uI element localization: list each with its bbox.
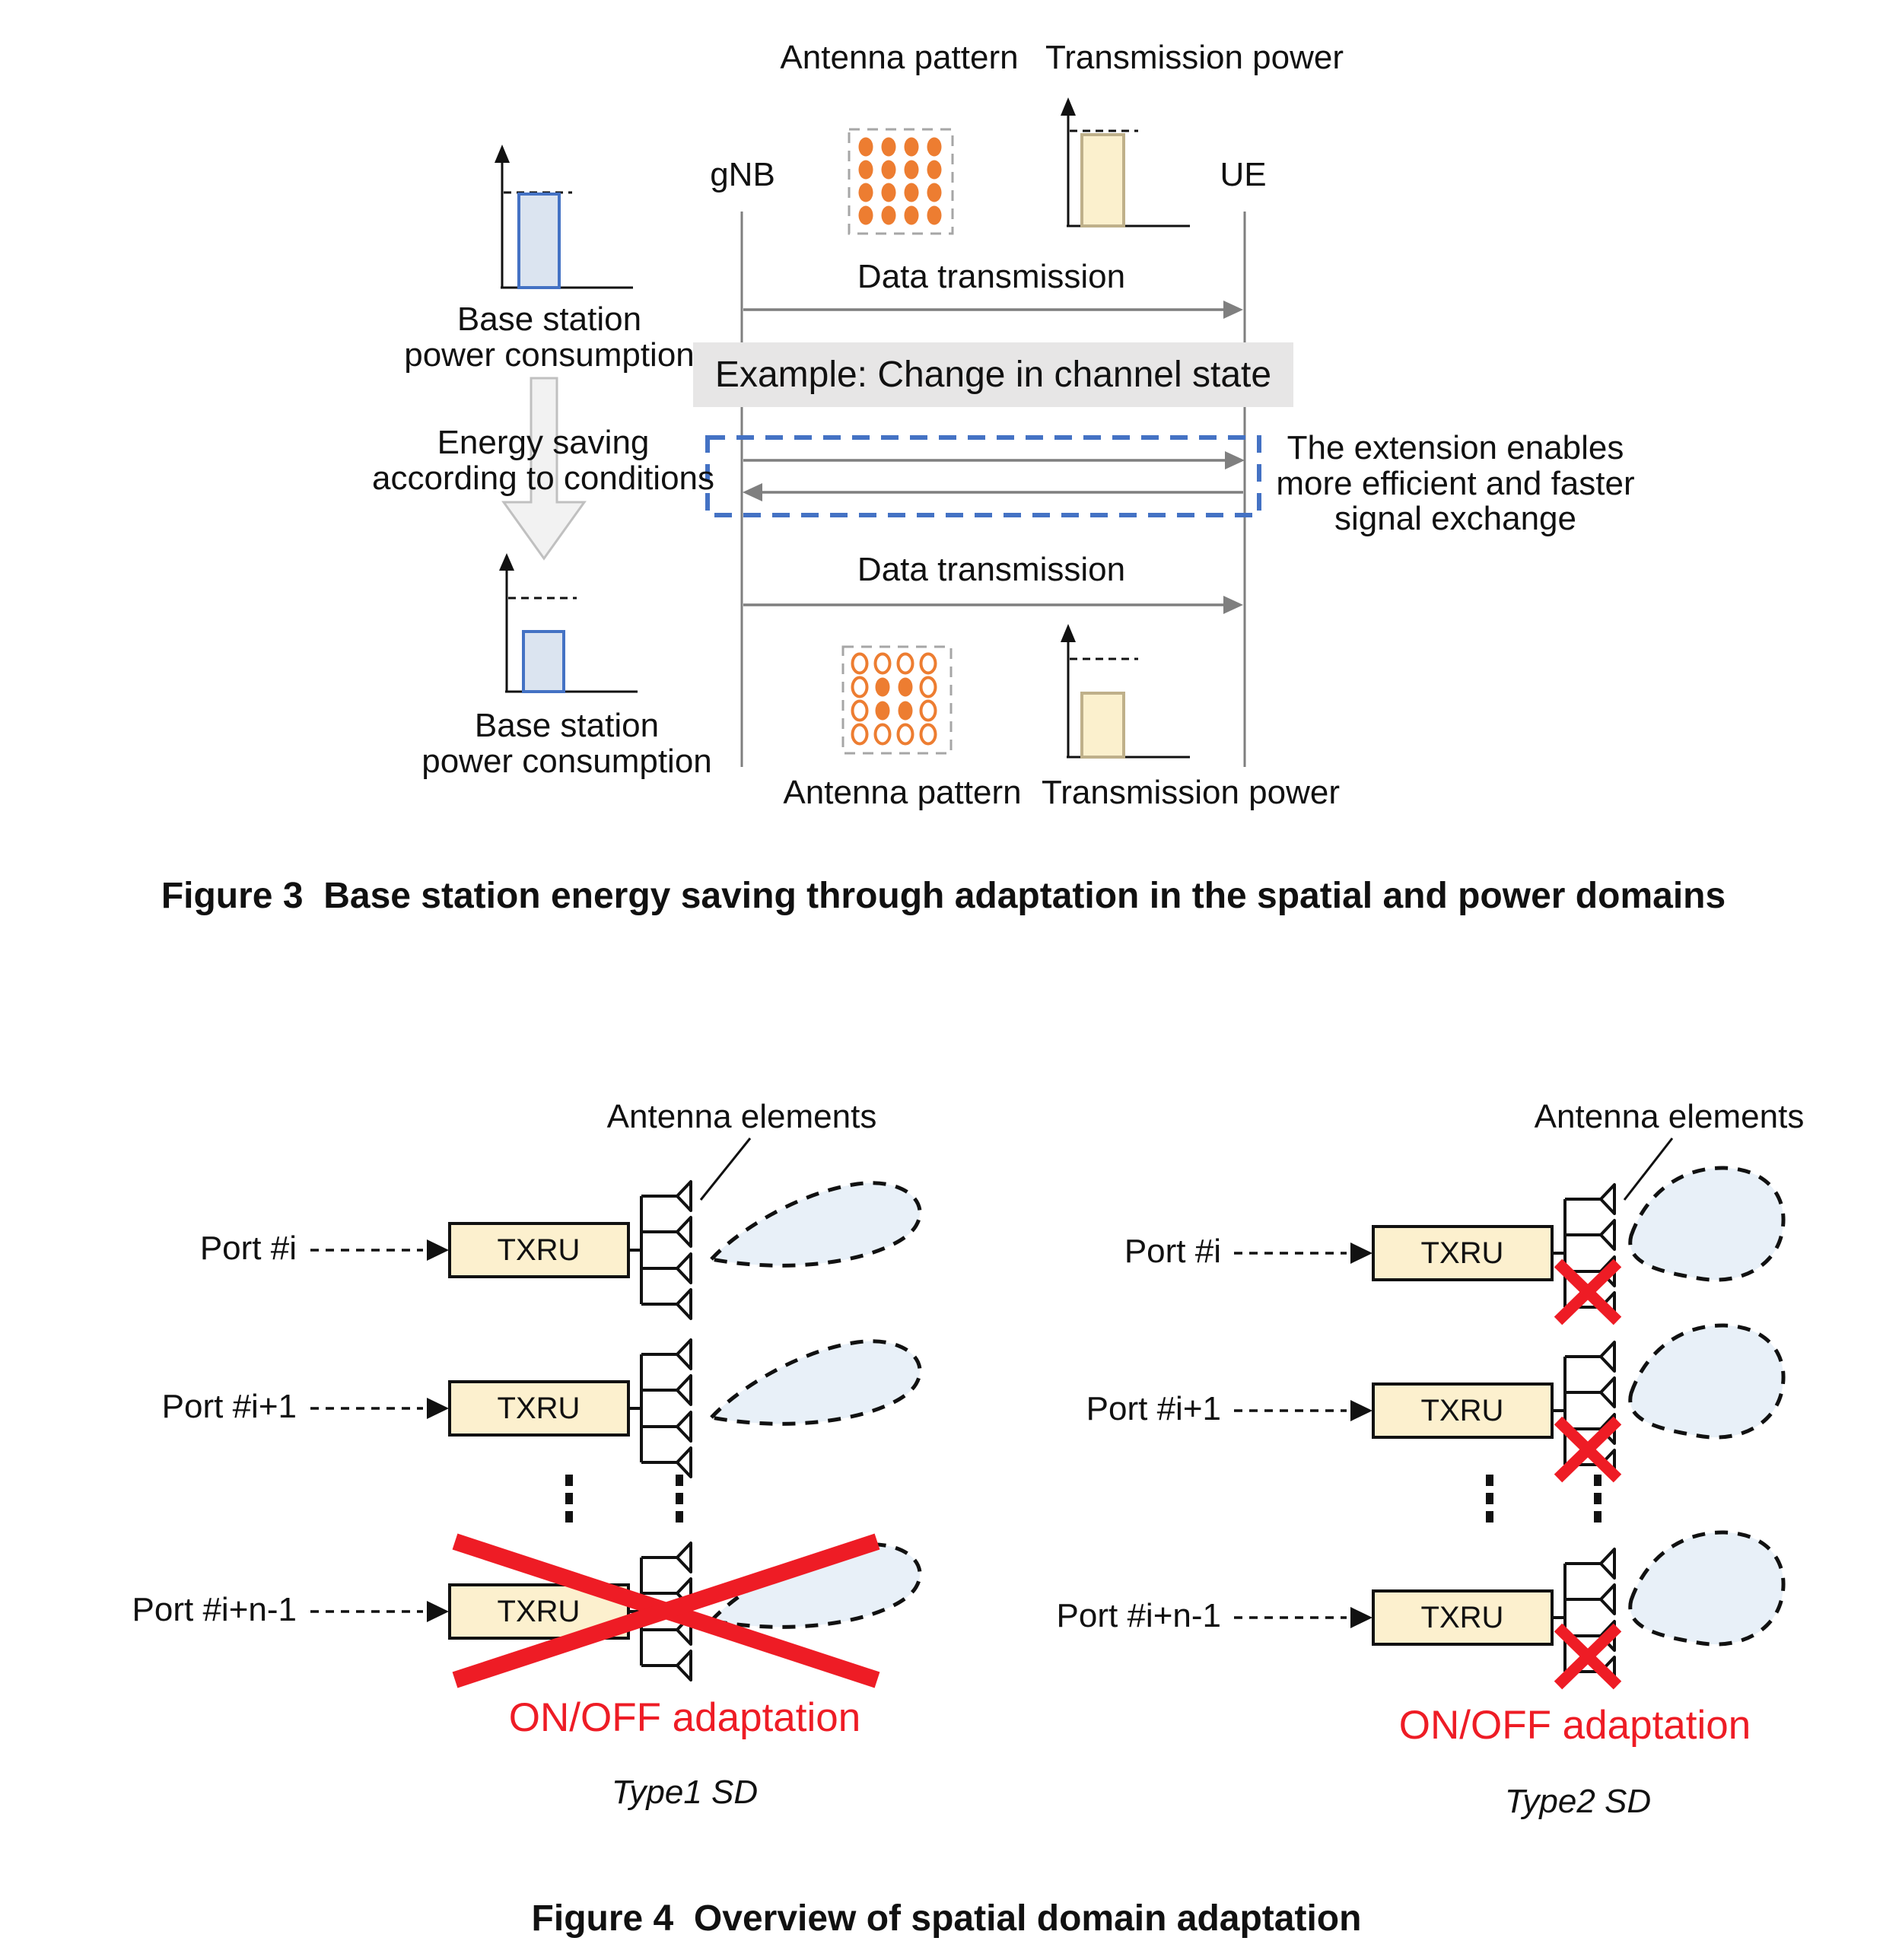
figure4-drawing <box>309 1138 1783 1688</box>
figure4-caption: Figure 4 Overview of spatial domain adap… <box>531 1898 1362 1939</box>
extension-note: The extension enables more efficient and… <box>1276 429 1635 538</box>
antenna-pattern-label-bottom: Antenna pattern <box>783 774 1022 811</box>
antenna-element-on-dot <box>881 205 896 225</box>
antenna-element-on-dot <box>875 701 890 721</box>
antenna-element-on-dot <box>858 160 873 180</box>
transmission-power-chart-bottom <box>1061 624 1190 759</box>
signal-exchange-dashed-box <box>705 435 1261 517</box>
ellipsis-dots <box>1594 1475 1602 1522</box>
beam-type2-2 <box>1630 1325 1783 1437</box>
antenna-element-off-dot <box>919 652 937 675</box>
type1-port-i1-label: Port #i+1 <box>161 1388 297 1425</box>
beam-type2-3 <box>1630 1532 1783 1644</box>
beam-type1-2 <box>711 1341 920 1424</box>
type2-port-i1-label: Port #i+1 <box>1086 1390 1221 1427</box>
antenna-element-off-dot <box>896 652 914 675</box>
antenna-elements-label-right: Antenna elements <box>1534 1098 1805 1135</box>
antenna-element-off-dot <box>919 699 937 722</box>
antenna-element-off-dot <box>896 723 914 746</box>
ellipsis-dots <box>1486 1475 1493 1522</box>
type1-port-i-label: Port #i <box>199 1230 297 1267</box>
gnb-label: gNB <box>710 156 775 193</box>
power-chart-top <box>495 145 633 289</box>
antenna-element-off-dot <box>851 723 869 746</box>
txru-label: TXRU <box>497 1595 580 1628</box>
data-transmission-arrow-2 <box>743 596 1243 614</box>
antenna-element-on-dot <box>858 183 873 202</box>
antenna-pattern-grid-top <box>848 128 954 235</box>
power-bar-bottom <box>522 630 565 693</box>
antenna-element-on-dot <box>858 205 873 225</box>
antenna-element-on-dot <box>904 160 919 180</box>
antenna-element-off-dot <box>873 723 892 746</box>
type2-port-in1-label: Port #i+n-1 <box>1056 1597 1221 1634</box>
type2-panel <box>1233 1138 1783 1686</box>
signal-exchange-arrow-right <box>743 451 1245 469</box>
txru-label: TXRU <box>1420 1394 1504 1427</box>
energy-saving-label: Energy saving according to conditions <box>371 424 715 498</box>
data-transmission-arrow-1 <box>743 301 1243 319</box>
antenna-element-on-dot <box>858 137 873 157</box>
antenna-element-on-dot <box>927 160 942 180</box>
data-transmission-label-2: Data transmission <box>857 551 1126 588</box>
antenna-element-on-dot <box>904 137 919 157</box>
antenna-pattern-grid-bottom <box>841 645 953 755</box>
transmission-power-label-top: Transmission power <box>1045 39 1344 76</box>
antenna-element-on-dot <box>881 160 896 180</box>
antenna-elements-pointer-right <box>1623 1138 1674 1201</box>
txru-label: TXRU <box>497 1233 580 1267</box>
antenna-element-on-dot <box>927 205 942 225</box>
transmission-power-label-bottom: Transmission power <box>1041 774 1341 811</box>
antenna-pattern-label-top: Antenna pattern <box>780 39 1019 76</box>
antenna-element-off-dot <box>873 652 892 675</box>
txru-label: TXRU <box>497 1392 580 1425</box>
ellipsis-dots <box>565 1475 573 1522</box>
energy-saving-down-arrow <box>501 377 587 561</box>
antenna-element-on-dot <box>904 205 919 225</box>
type1-sd-label: Type1 SD <box>611 1774 759 1811</box>
beam-type2-1 <box>1630 1168 1783 1280</box>
transmission-power-bar-bottom <box>1080 692 1125 759</box>
antenna-element-off-dot <box>851 699 869 722</box>
base-station-power-label-top: Base station power consumption <box>404 301 695 374</box>
transmission-power-bar-top <box>1080 133 1125 228</box>
antenna-elements-pointer-left <box>699 1138 752 1201</box>
antenna-element-off-dot <box>919 676 937 698</box>
ellipsis-dots <box>676 1475 683 1522</box>
type1-onoff-cross <box>452 1533 880 1688</box>
antenna-element-off-dot <box>919 723 937 746</box>
antenna-element-on-dot <box>881 137 896 157</box>
onoff-adaptation-label-type2: ON/OFF adaptation <box>1398 1703 1751 1748</box>
antenna-element-off-dot <box>851 652 869 675</box>
type2-port-i-label: Port #i <box>1124 1233 1221 1270</box>
beam-type1-1 <box>711 1183 920 1266</box>
antenna-element-on-dot <box>927 183 942 202</box>
transmission-power-chart-top <box>1061 97 1190 228</box>
figure3-drawing <box>495 97 1261 767</box>
power-chart-bottom <box>499 553 638 693</box>
example-channel-state-box: Example: Change in channel state <box>693 342 1293 407</box>
type1-panel <box>309 1138 920 1688</box>
antenna-element-on-dot <box>875 677 890 697</box>
txru-label: TXRU <box>1420 1601 1504 1634</box>
base-station-power-label-bottom: Base station power consumption <box>421 707 712 781</box>
signal-exchange-arrow-left <box>743 483 1243 501</box>
antenna-element-on-dot <box>904 183 919 202</box>
power-bar-top <box>517 192 561 289</box>
antenna-element-on-dot <box>927 137 942 157</box>
onoff-adaptation-label-type1: ON/OFF adaptation <box>508 1695 861 1740</box>
type2-sd-label: Type2 SD <box>1504 1783 1652 1820</box>
antenna-elements-label-left: Antenna elements <box>606 1098 877 1135</box>
ue-label: UE <box>1220 156 1267 193</box>
data-transmission-label-1: Data transmission <box>857 258 1126 295</box>
antenna-element-off-dot <box>851 676 869 698</box>
type1-port-in1-label: Port #i+n-1 <box>132 1591 297 1628</box>
txru-label: TXRU <box>1420 1236 1504 1270</box>
antenna-element-on-dot <box>898 677 913 697</box>
example-channel-state-text: Example: Change in channel state <box>714 355 1272 395</box>
antenna-element-on-dot <box>898 701 913 721</box>
antenna-element-on-dot <box>881 183 896 202</box>
figure3-caption: Figure 3 Base station energy saving thro… <box>161 876 1726 916</box>
